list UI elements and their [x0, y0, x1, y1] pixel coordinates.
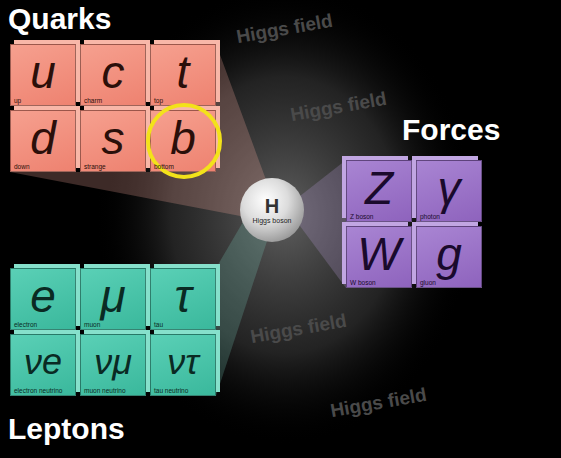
particle-name: down [11, 163, 75, 174]
particle-name: tau [151, 321, 215, 332]
particle-symbol: c [81, 47, 145, 97]
particle-name: charm [81, 97, 145, 108]
particle-name: electron [11, 321, 75, 332]
particle-symbol: e [11, 271, 75, 321]
particle-symbol: t [151, 47, 215, 97]
particle-symbol: τ [151, 271, 215, 321]
particle-cube: τtau [150, 268, 216, 330]
particle-symbol: d [11, 113, 75, 163]
particle-cube: ZZ boson [346, 160, 412, 222]
particle-cube: μmuon [80, 268, 146, 330]
particle-name: electron neutrino [11, 387, 75, 398]
particle-cube: bbottom [150, 110, 216, 172]
particle-cube: eelectron [10, 268, 76, 330]
particle-name: muon [81, 321, 145, 332]
particle-symbol: b [151, 113, 215, 163]
particle-name: Z boson [347, 213, 411, 224]
particle-name: W boson [347, 279, 411, 290]
particle-cube: ttop [150, 44, 216, 106]
particle-cube: γphoton [416, 160, 482, 222]
higgs-sphere: HHiggs boson [240, 178, 304, 242]
particle-name: bottom [151, 163, 215, 174]
particle-symbol: s [81, 113, 145, 163]
group-title: Leptons [8, 412, 125, 446]
particle-cube: ντtau neutrino [150, 334, 216, 396]
particle-cube: ggluon [416, 226, 482, 288]
particle-symbol: ντ [151, 337, 215, 387]
particle-cube: νeelectron neutrino [10, 334, 76, 396]
particle-name: up [11, 97, 75, 108]
particle-name: photon [417, 213, 481, 224]
particle-name: strange [81, 163, 145, 174]
group-title: Quarks [8, 2, 111, 36]
particle-symbol: Z [347, 163, 411, 213]
light-beam [10, 44, 272, 222]
particle-symbol: γ [417, 163, 481, 213]
light-beam [300, 160, 346, 288]
particle-cube: WW boson [346, 226, 412, 288]
particle-cube: ccharm [80, 44, 146, 106]
particle-name: Higgs boson [253, 217, 292, 225]
group-title: Forces [402, 113, 500, 147]
particle-cube: ddown [10, 110, 76, 172]
higgs-field-cloud [95, 0, 475, 445]
particle-symbol: H [265, 195, 279, 217]
particle-cube: uup [10, 44, 76, 106]
particle-symbol: u [11, 47, 75, 97]
particle-symbol: νμ [81, 337, 145, 387]
particle-name: gluon [417, 279, 481, 290]
particle-symbol: g [417, 229, 481, 279]
particle-symbol: νe [11, 337, 75, 387]
particle-name: top [151, 97, 215, 108]
particle-name: muon neutrino [81, 387, 145, 398]
highlight-circle [148, 105, 220, 177]
particle-symbol: μ [81, 271, 145, 321]
particle-name: tau neutrino [151, 387, 215, 398]
particle-cube: νμmuon neutrino [80, 334, 146, 396]
particle-cube: sstrange [80, 110, 146, 172]
particle-symbol: W [347, 229, 411, 279]
